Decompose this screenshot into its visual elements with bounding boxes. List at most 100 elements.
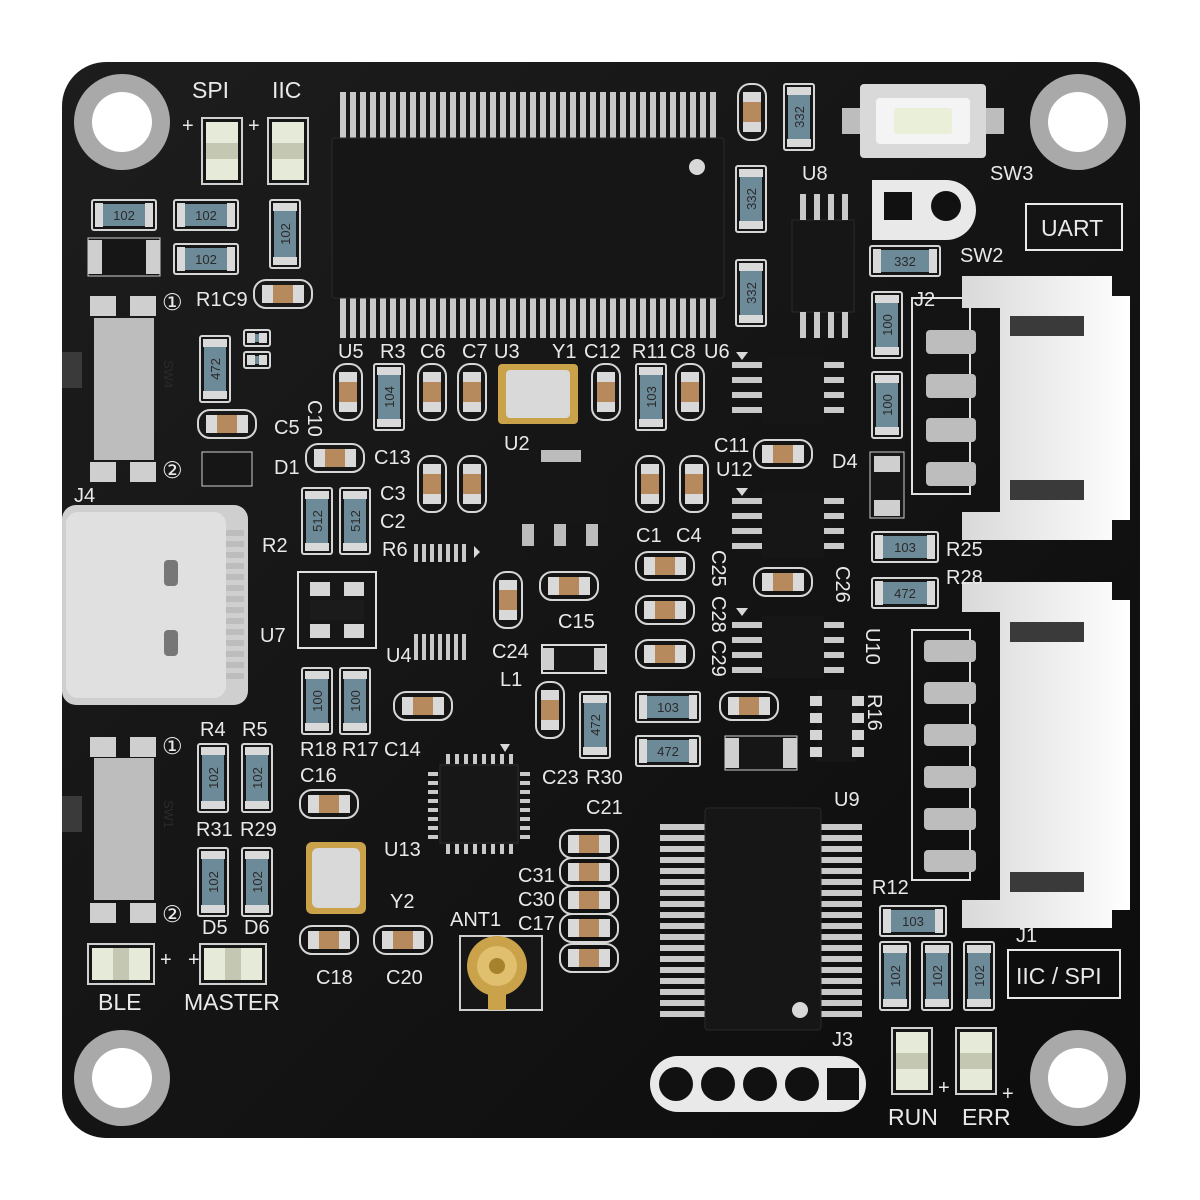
label-r28: R28 — [946, 567, 983, 589]
label-c7: C7 — [462, 341, 488, 363]
label-c3: C3 — [380, 483, 406, 505]
svg-text:103: 103 — [902, 914, 924, 929]
ic-u9 — [660, 807, 862, 1031]
capacitor — [635, 455, 665, 513]
svg-text:104: 104 — [382, 386, 397, 408]
svg-text:472: 472 — [208, 358, 223, 380]
label-c1: C1 — [636, 525, 662, 547]
label-r5: R5 — [242, 719, 268, 741]
svg-text:102: 102 — [250, 871, 265, 893]
capacitor — [559, 943, 619, 973]
label-c26: C26 — [831, 566, 853, 603]
switch-position-2: ② — [162, 457, 183, 483]
jumper-sw2 — [872, 180, 976, 240]
capacitor — [635, 639, 695, 669]
label-c12: C12 — [584, 341, 621, 363]
svg-text:102: 102 — [888, 965, 903, 987]
svg-text:332: 332 — [792, 106, 807, 128]
resistor-103: 103 — [635, 691, 701, 723]
label-u10: U10 — [861, 628, 883, 665]
uart-label-box — [1025, 203, 1123, 251]
resistor-102: 102 — [241, 743, 273, 813]
label-r16: R16 — [863, 694, 885, 731]
resistor-472: 472 — [579, 691, 611, 759]
svg-text:332: 332 — [744, 282, 759, 304]
label-r1: R1 — [196, 289, 222, 311]
label-c21: C21 — [586, 797, 623, 819]
label-c23: C23 — [542, 767, 579, 789]
label-r18: R18 — [300, 739, 337, 761]
switch-position-1: ① — [162, 289, 183, 315]
capacitor — [393, 691, 453, 721]
label-u13: U13 — [384, 839, 421, 861]
ic-u6 — [762, 356, 824, 424]
svg-text:472: 472 — [588, 714, 603, 736]
capacitor — [559, 913, 619, 943]
svg-text:102: 102 — [206, 767, 221, 789]
resistor-100: 100 — [871, 291, 903, 359]
diode-d1 — [201, 451, 253, 487]
label-u8: U8 — [802, 163, 828, 185]
resistor-332: 332 — [783, 83, 815, 151]
label-r17: R17 — [342, 739, 379, 761]
label-c16: C16 — [300, 765, 337, 787]
mounting-hole-icon — [74, 1030, 170, 1126]
resistor-102: 102 — [921, 941, 953, 1011]
capacitor — [373, 925, 433, 955]
label-r6: R6 — [382, 539, 408, 561]
resistor-100: 100 — [871, 371, 903, 439]
diode-d4 — [869, 451, 905, 519]
svg-text:102: 102 — [206, 871, 221, 893]
capacitor — [253, 279, 313, 309]
resistor-472: 472 — [871, 577, 939, 609]
svg-text:512: 512 — [310, 510, 325, 532]
svg-text:102: 102 — [113, 208, 135, 223]
svg-text:102: 102 — [250, 767, 265, 789]
svg-text:102: 102 — [972, 965, 987, 987]
resistor-102: 102 — [173, 199, 239, 231]
label-run: RUN — [888, 1104, 938, 1130]
capacitor — [635, 595, 695, 625]
led-run — [891, 1027, 933, 1095]
resistor-small — [243, 351, 271, 369]
resistor-512: 512 — [301, 487, 333, 555]
capacitor — [299, 925, 359, 955]
svg-text:103: 103 — [644, 386, 659, 408]
label-c8: C8 — [670, 341, 696, 363]
resistor-small — [243, 329, 271, 347]
led-ble — [87, 943, 155, 985]
ufl-antenna-icon — [459, 935, 543, 1011]
label-d1: D1 — [274, 457, 300, 479]
resistor-103: 103 — [871, 531, 939, 563]
label-c9: C9 — [222, 289, 248, 311]
capacitor — [457, 363, 487, 421]
capacitor — [299, 789, 359, 819]
led-iic — [267, 117, 309, 185]
label-r3: R3 — [380, 341, 406, 363]
capacitor — [675, 363, 705, 421]
capacitor — [535, 681, 565, 739]
label-err: ERR — [962, 1104, 1011, 1130]
svg-text:102: 102 — [930, 965, 945, 987]
label-c4: C4 — [676, 525, 702, 547]
svg-text:512: 512 — [348, 510, 363, 532]
label-d4: D4 — [832, 451, 858, 473]
sw1-label: SW1 — [161, 800, 176, 828]
label-j2: J2 — [914, 289, 935, 311]
label-c2: C2 — [380, 511, 406, 533]
capacitor — [559, 885, 619, 915]
plus-mark: + — [188, 949, 200, 971]
resistor-472: 472 — [635, 735, 701, 767]
resistor-512: 512 — [339, 487, 371, 555]
diode-lower — [724, 735, 798, 771]
label-r31: R31 — [196, 819, 233, 841]
capacitor — [417, 363, 447, 421]
mounting-hole-icon — [74, 74, 170, 170]
resistor-102: 102 — [879, 941, 911, 1011]
label-y1: Y1 — [552, 341, 576, 363]
plus-mark: + — [248, 115, 260, 137]
label-u6: U6 — [704, 341, 730, 363]
capacitor — [417, 455, 447, 513]
label-c24: C24 — [492, 641, 529, 663]
capacitor — [753, 439, 813, 469]
